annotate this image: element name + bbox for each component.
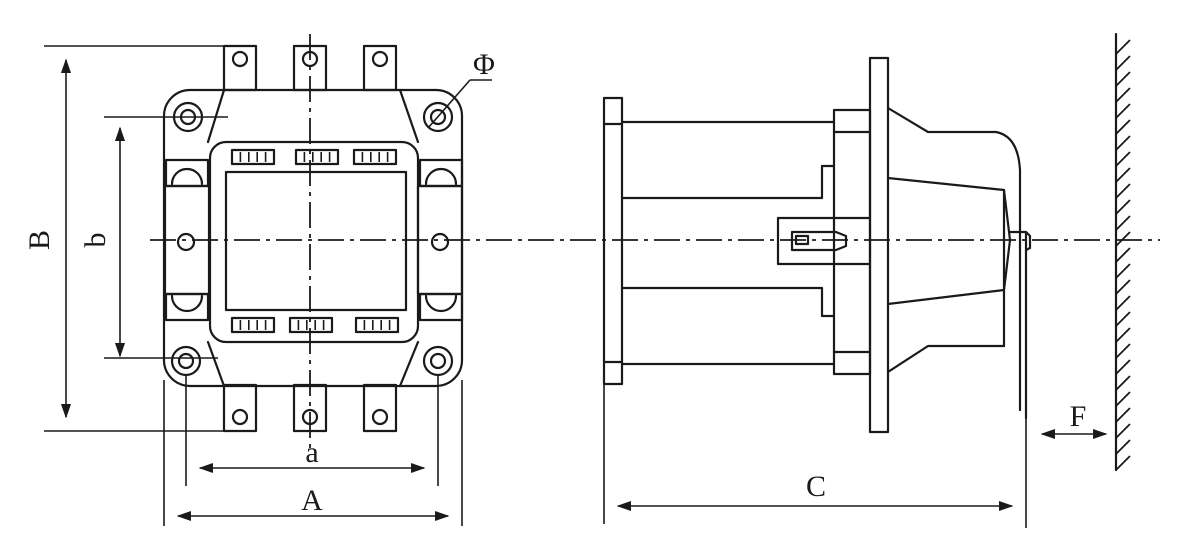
vent-slot [288,316,334,334]
vent-slot [230,316,276,334]
dim-label-A: A [301,484,323,517]
dim-label-C: C [806,470,826,503]
dimension-a [185,376,439,486]
front-view: B b a A Φ [23,34,1160,526]
cone [886,176,1012,306]
corner-bevels [206,88,420,388]
side-body [620,120,836,366]
vent-slot [354,316,400,334]
shaft-key [790,230,848,252]
inner-cover [208,140,420,344]
side-view: C F [602,32,1131,528]
dim-label-B: B [23,230,56,250]
center-window [224,170,408,312]
wall-hatching [1115,39,1131,471]
left-plate [602,96,624,386]
spring-clamps [164,158,464,322]
flange-plate [868,56,890,434]
vent-slots [230,148,400,334]
dimension-B [44,45,224,432]
dim-label-b: b [79,233,112,248]
dim-label-F: F [1070,400,1087,433]
vent-slot [294,148,340,166]
middle-block [832,108,872,376]
shaft [776,216,872,266]
end-rod [1008,230,1032,420]
housing-bottom [886,344,1006,374]
dim-label-a: a [305,436,318,469]
dimension-C [603,384,1027,528]
dim-label-phi: Φ [473,48,495,81]
mounting-holes [170,101,454,377]
dimension-b [104,116,228,359]
vent-slot [352,148,398,166]
phi-leader [427,79,492,129]
housing-top [886,106,1022,412]
vent-slot [230,148,276,166]
dimension-A [163,380,463,526]
